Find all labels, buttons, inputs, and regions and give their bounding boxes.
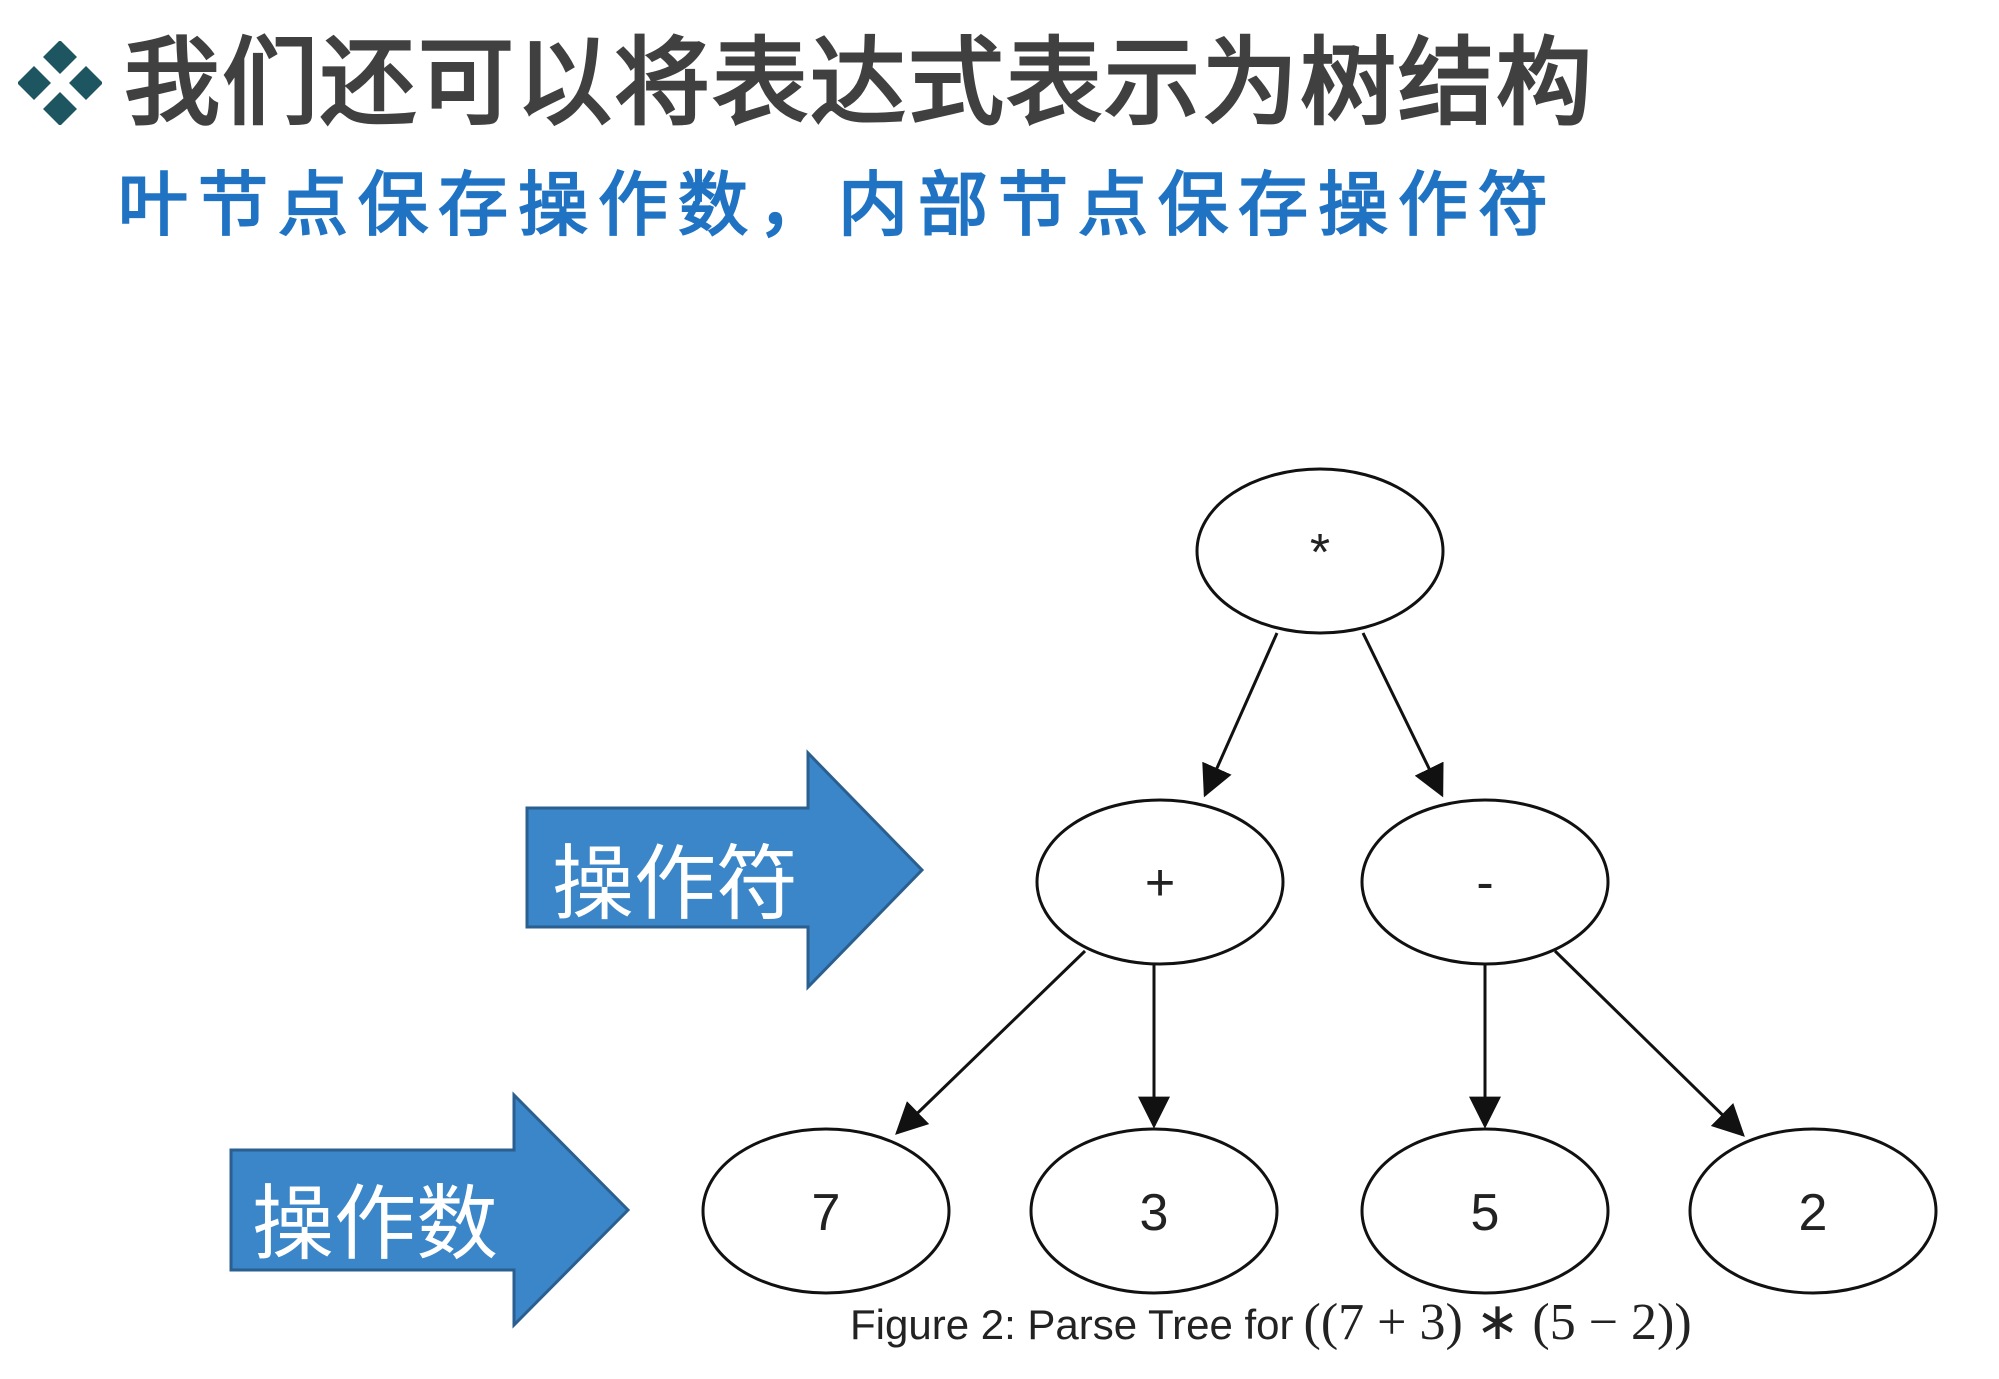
tree-node-3: 3 (1029, 1127, 1279, 1295)
tree-node-plus: + (1035, 798, 1285, 966)
tree-node-label: 2 (1799, 1184, 1828, 1242)
tree-node-label: + (1145, 854, 1175, 912)
tree-nodes: * + - 7 3 5 2 (701, 467, 1938, 1295)
edge-root-minus (1361, 632, 1444, 798)
operator-callout-arrow: 操作符 (525, 749, 925, 991)
figure-caption-expression: ((7 + 3) ∗ (5 − 2)) (1303, 1294, 1692, 1351)
tree-node-root: * (1195, 467, 1445, 635)
tree-node-5: 5 (1360, 1127, 1610, 1295)
title-row: 我们还可以将表达式表示为树结构 (18, 28, 1594, 138)
tree-node-label: 7 (812, 1184, 841, 1242)
tree-node-2: 2 (1688, 1127, 1938, 1295)
figure-caption-text: Figure 2: Parse Tree for (850, 1301, 1294, 1348)
operand-callout-arrow: 操作数 (229, 1091, 631, 1329)
operator-callout-label: 操作符 (552, 837, 798, 932)
page-title: 我们还可以将表达式表示为树结构 (124, 27, 1594, 139)
page-subtitle: 叶节点保存操作数，内部节点保存操作符 (118, 163, 1558, 246)
tree-node-label: - (1476, 854, 1493, 912)
figure-caption: Figure 2: Parse Tree for ((7 + 3) ∗ (5 −… (850, 1292, 1692, 1352)
tree-node-label: 3 (1140, 1184, 1169, 1242)
tree-node-minus: - (1360, 798, 1610, 966)
edge-plus-7 (895, 949, 1087, 1135)
tree-node-label: * (1310, 524, 1330, 582)
tree-node-7: 7 (701, 1127, 951, 1295)
tree-edges (895, 632, 1745, 1137)
operand-callout-label: 操作数 (252, 1177, 498, 1272)
edge-root-plus (1202, 632, 1279, 798)
tree-node-label: 5 (1471, 1184, 1500, 1242)
four-diamond-bullet-icon (18, 41, 102, 125)
edge-minus-2 (1553, 949, 1745, 1137)
